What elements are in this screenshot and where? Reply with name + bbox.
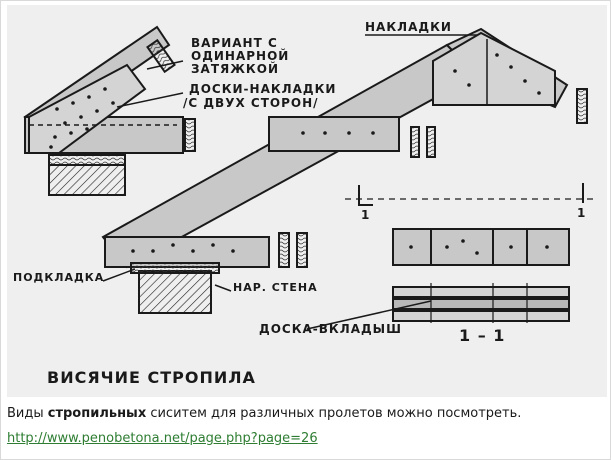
small-truss xyxy=(23,25,184,154)
label-insert-board: ДОСКА-ВКЛАДЫШ xyxy=(259,322,402,336)
rafter-drawing-image: ВАРИАНТ С ОДИНАРНОЙ ЗАТЯЖКОЙ ДОСКИ-НАКЛА… xyxy=(7,5,607,397)
section-dots xyxy=(409,239,549,255)
caption-text: Виды стропильных сиситем для различных п… xyxy=(7,405,607,423)
label-overlays: НАКЛАДКИ xyxy=(365,20,452,34)
small-support xyxy=(48,154,126,196)
label-section-1-1: 1 – 1 xyxy=(459,326,505,345)
label-boards-line2: /С ДВУХ СТОРОН/ xyxy=(183,96,319,110)
main-support xyxy=(130,262,220,314)
section-cut-lines xyxy=(345,183,593,206)
main-rafter-sections xyxy=(278,88,588,268)
label-underlay: ПОДКЛАДКА xyxy=(13,271,104,284)
section-1-1 xyxy=(392,228,570,323)
caption-bold: стропильных xyxy=(47,406,147,421)
label-variant-line2: ОДИНАРНОЙ xyxy=(191,48,289,63)
caption-prefix: Виды xyxy=(7,406,48,421)
label-outer-wall: НАР. СТЕНА xyxy=(233,281,318,294)
section-mark-left: 1 xyxy=(361,208,370,222)
source-link[interactable]: http://www.penobetona.net/page.php?page=… xyxy=(7,431,318,446)
label-variant-line1: ВАРИАНТ С xyxy=(191,36,278,50)
rafter-drawing-svg: ВАРИАНТ С ОДИНАРНОЙ ЗАТЯЖКОЙ ДОСКИ-НАКЛА… xyxy=(13,20,593,387)
drawing-title: ВИСЯЧИЕ СТРОПИЛА xyxy=(47,368,256,387)
caption-suffix: сиситем для различных пролетов можно пос… xyxy=(146,406,522,421)
main-rafter-dots xyxy=(131,53,541,253)
leader-lines xyxy=(102,34,477,330)
label-variant-line3: ЗАТЯЖКОЙ xyxy=(191,61,279,76)
section-mark-right: 1 xyxy=(577,206,586,220)
label-boards-line1: ДОСКИ-НАКЛАДКИ xyxy=(189,82,336,96)
overlay-plate xyxy=(432,31,556,106)
small-truss-dots xyxy=(49,87,115,149)
